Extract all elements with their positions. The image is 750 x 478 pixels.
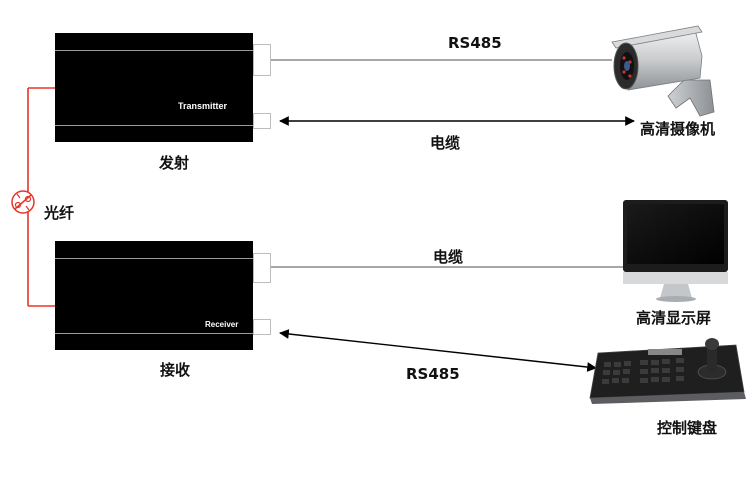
transmitter-caption: 发射	[159, 154, 190, 172]
monitor-label: 高清显示屏	[636, 309, 712, 327]
fiber-label: 光纤	[44, 204, 75, 222]
receiver-port-top	[253, 253, 271, 283]
keyboard-rs485-arrow	[279, 329, 597, 372]
camera-cable-label: 电缆	[430, 134, 461, 152]
transmitter-port-top	[253, 44, 271, 76]
fiber-link	[27, 87, 55, 307]
transmitter-box: Transmitter	[55, 33, 253, 142]
receiver-device-label: Receiver	[205, 320, 239, 329]
receiver-port-bottom	[253, 319, 271, 335]
camera-rs485-label: RS485	[448, 34, 502, 52]
monitor-cable-label: 电缆	[433, 248, 464, 266]
transmitter-device-label: Transmitter	[178, 101, 228, 111]
receiver-box: Receiver	[55, 241, 253, 350]
camera-label: 高清摄像机	[640, 120, 716, 138]
keyboard-label: 控制键盘	[657, 419, 718, 437]
keyboard-rs485-label: RS485	[406, 365, 460, 383]
receiver-caption: 接收	[160, 361, 191, 379]
transmitter-port-bottom	[253, 113, 271, 129]
